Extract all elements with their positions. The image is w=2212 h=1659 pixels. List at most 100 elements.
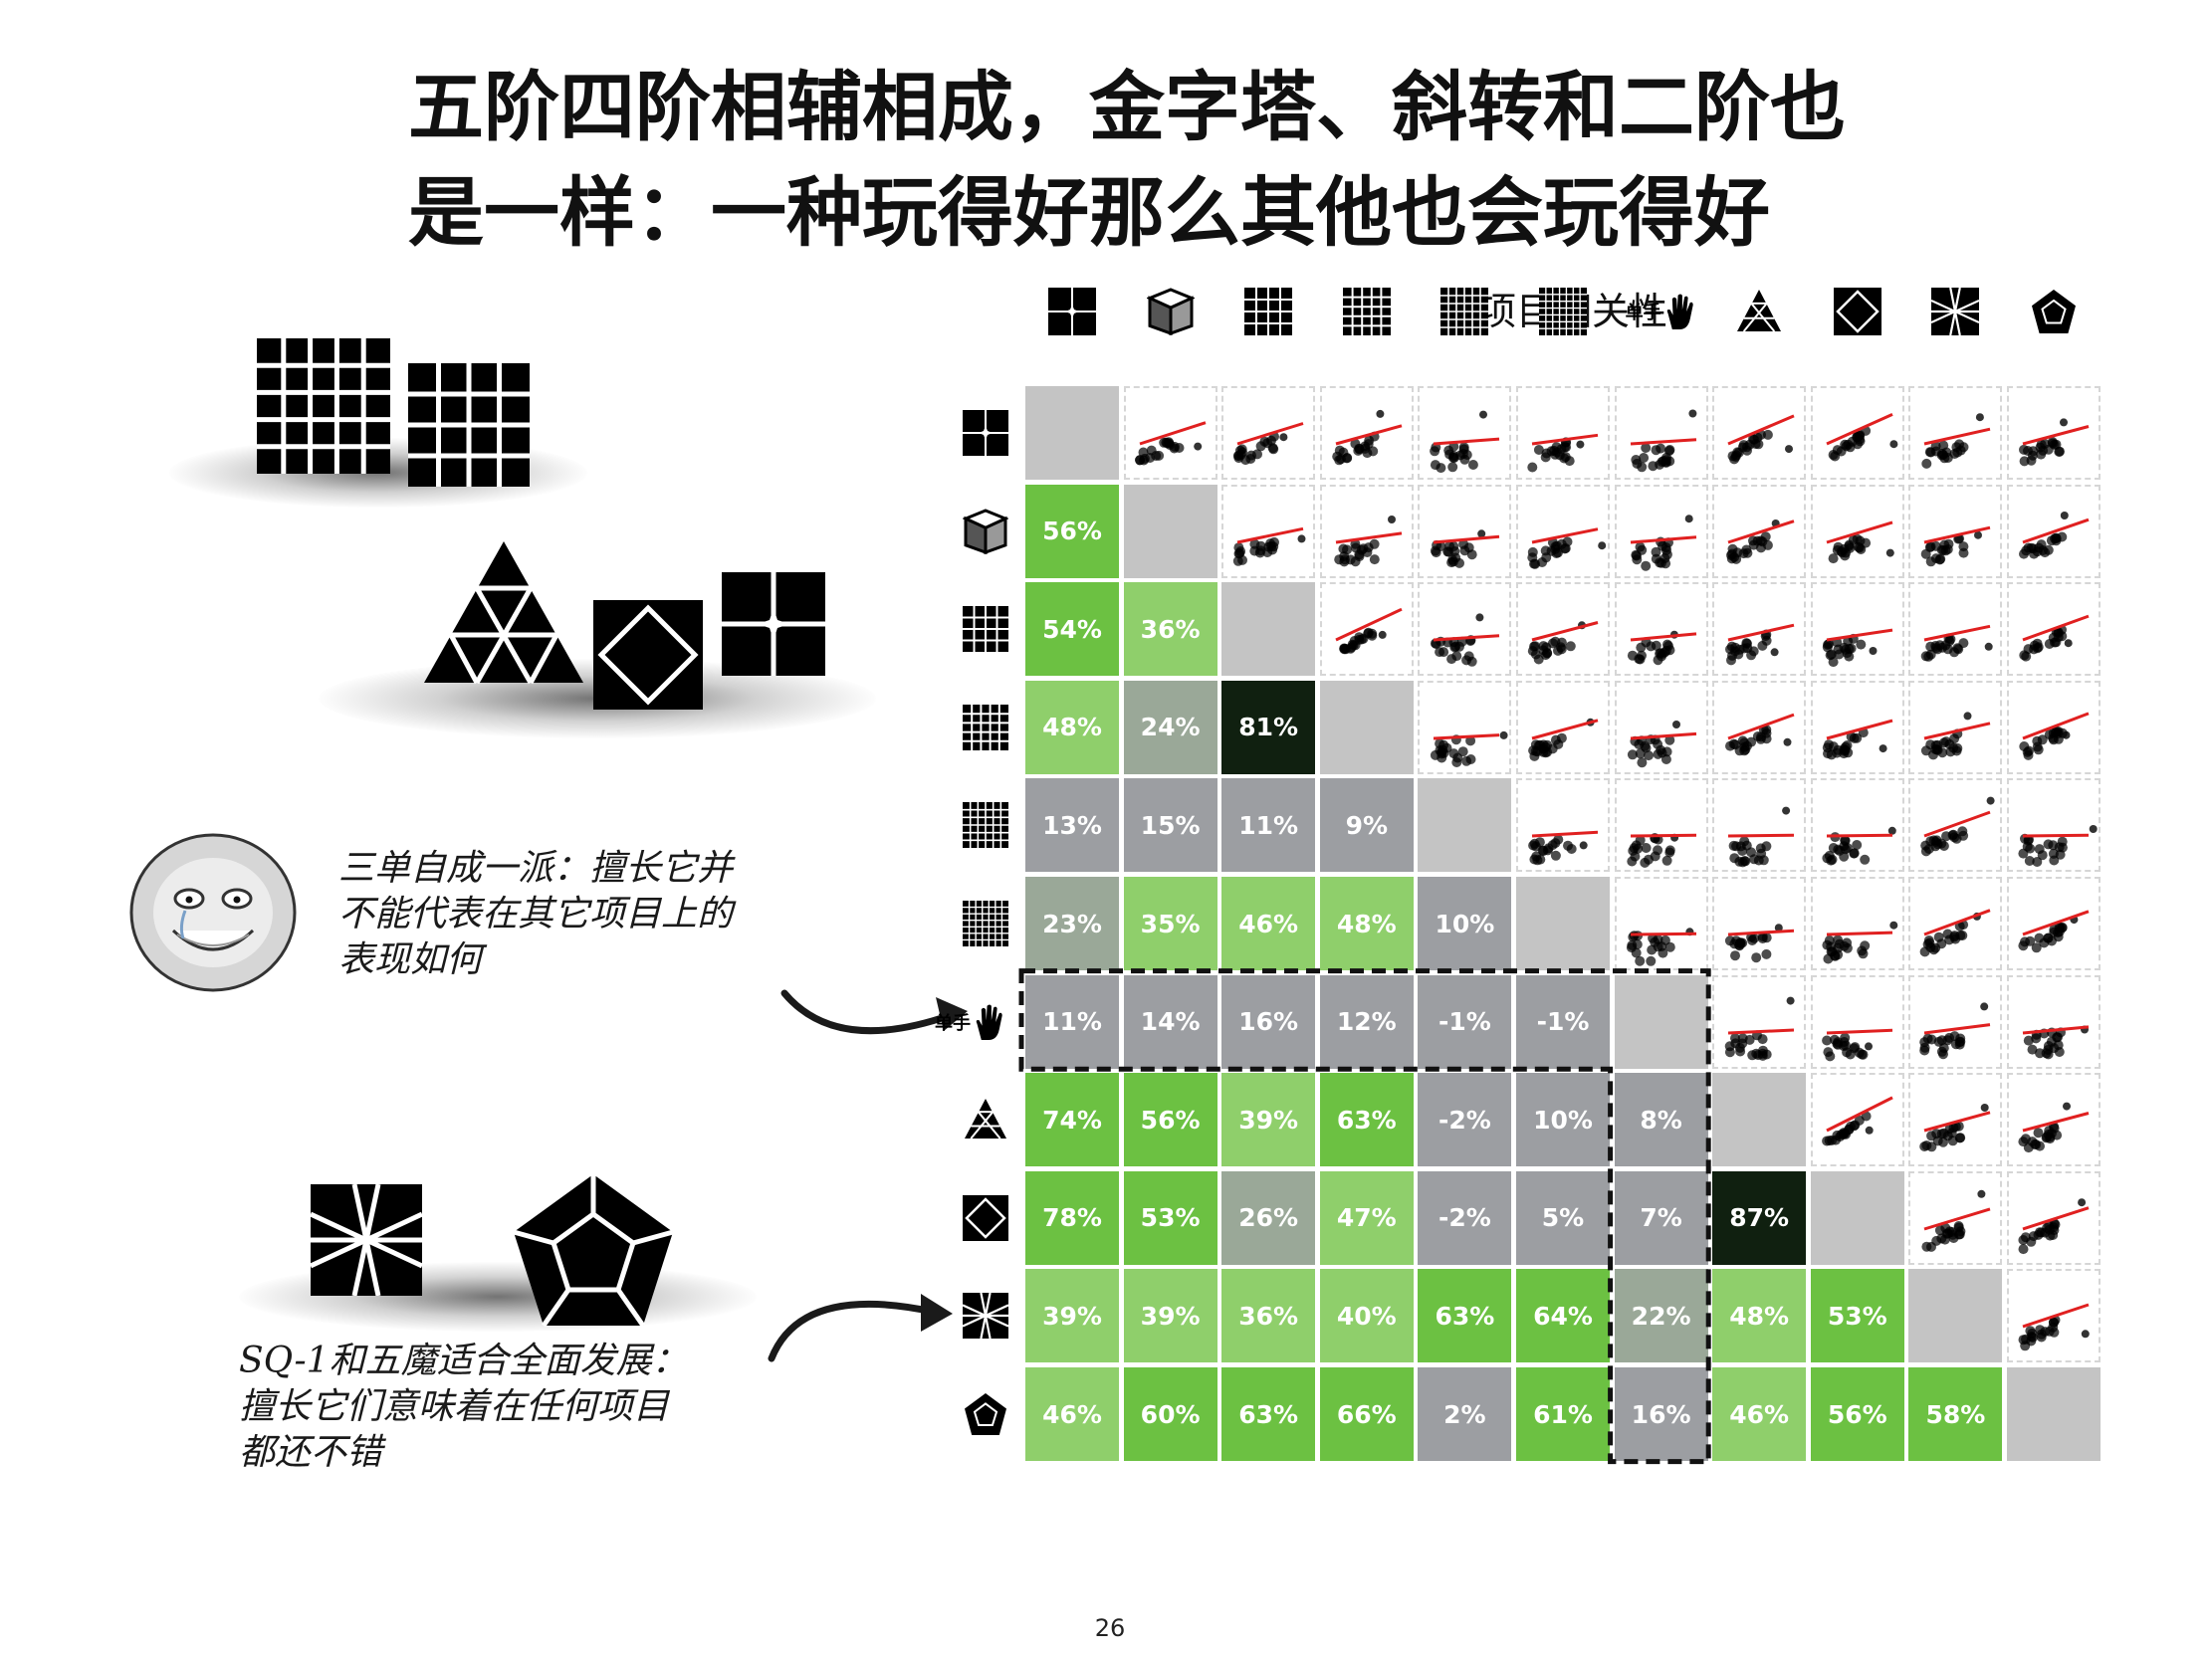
fit-line [1727,414,1795,446]
scatter-point [1369,553,1380,564]
scatter-plot [1626,928,1696,966]
correlation-cell: 39% [1123,1269,1217,1363]
scatter-point [2030,1139,2041,1149]
scatter-cell [1908,386,2003,480]
note-line: 不能代表在其它项目上的 [338,894,734,934]
scatter-point [1850,1041,1861,1052]
scatter-point [1823,953,1834,964]
scatter-point [1757,535,1768,546]
scatter-point [1839,835,1850,846]
scatter-point [1279,433,1288,442]
scatter-point [1922,938,1933,949]
column-header-megaminx-icon [2024,282,2084,341]
scatter-plot [1335,608,1403,655]
scatter-point [1358,542,1369,553]
correlation-cell: 46% [1025,1367,1119,1461]
scatter-point [1761,948,1772,959]
correlation-cell: 39% [1221,1073,1316,1167]
scatter-point [1729,454,1740,465]
scatter-plot [1630,409,1696,473]
scatter-plot [1822,719,1893,760]
scatter-point [1451,651,1462,662]
scatter-point [1638,453,1649,463]
scatter-point [1438,744,1448,755]
scatter-cell [1908,484,2003,578]
arrow-to-sq1-row [768,1294,953,1362]
column-header-2x2-icon [1042,282,1102,341]
correlation-cell: 64% [1516,1269,1610,1363]
scatter-point [1174,443,1185,453]
scatter-point [1919,1045,1930,1056]
scatter-cell [2007,877,2101,970]
scatter-point [1464,541,1475,552]
scatter-point [1529,558,1539,569]
scatter-point [1449,545,1460,556]
scatter-point [1931,552,1942,563]
scatter-point [1527,462,1538,473]
4x4-icon [1244,288,1293,335]
scatter-cell [1810,386,1904,480]
fit-line [2022,518,2090,544]
scatter-point [1740,743,1751,754]
column-header-6x6-icon [1435,282,1494,341]
scatter-point [1556,637,1567,648]
scatter-point [2057,531,2068,542]
scatter-point [1650,851,1660,862]
scatter-point [2089,825,2098,834]
row-header-pyraminx-icon [956,1090,1015,1149]
sq1-megaminx-note: SQ-1和五魔适合全面发展： 擅长它们意味着在任何项目 都还不错 [239,1339,688,1476]
scatter-point [1640,443,1651,453]
scatter-point [1738,440,1749,451]
scatter-point [1774,924,1783,933]
correlation-cell: 13% [1025,778,1119,873]
fit-line [1923,811,1991,838]
fit-line [1826,931,1892,936]
scatter-point [1138,447,1149,458]
scatter-point [1879,743,1887,752]
scatter-point [2033,744,2044,755]
scatter-point [1447,462,1458,473]
scatter-cell [1908,877,2003,970]
fit-line [1434,634,1500,642]
scatter-point [1921,458,1932,469]
correlation-cell: 81% [1221,680,1316,774]
scatter-point [1981,1104,1990,1113]
scatter-point [1974,530,1983,539]
scatter-point [2047,935,2057,946]
scatter-point [1840,1040,1851,1051]
scatter-point [1786,996,1795,1005]
scatter-point [1728,738,1739,749]
correlation-cell: 14% [1123,974,1217,1069]
scatter-cell [1614,778,1708,873]
fit-line [1434,437,1500,446]
scatter-point [1887,827,1896,836]
scatter-plot [1725,924,1795,963]
correlation-cell: 15% [1123,778,1217,873]
scatter-cell [1810,877,1904,970]
scatter-cell [1221,386,1316,480]
scatter-point [2020,1134,2031,1144]
scatter-plot [1630,514,1696,571]
scatter-point [1249,538,1260,549]
scatter-point [2032,545,2043,556]
scatter-point [1579,841,1588,850]
scatter-point [1461,755,1472,766]
scatter-plot [1527,621,1599,665]
fit-line [1630,731,1696,740]
sq1-icon [1931,288,1980,335]
scatter-point [1651,553,1661,564]
row-header-5x5-icon [956,698,1015,757]
scatter-point [1563,841,1573,852]
scatter-point [1430,446,1440,457]
scatter-cell [1516,778,1610,873]
scatter-plot [1826,413,1898,462]
scatter-point [1538,739,1549,750]
scatter-point [2031,942,2042,953]
scatter-point [2023,542,2034,553]
scatter-point [1626,856,1637,867]
scatter-point [1636,462,1647,473]
scatter-point [2064,639,2073,648]
fit-line [2022,1206,2090,1231]
scatter-cell [1810,778,1904,873]
scatter-point [2036,1227,2047,1238]
